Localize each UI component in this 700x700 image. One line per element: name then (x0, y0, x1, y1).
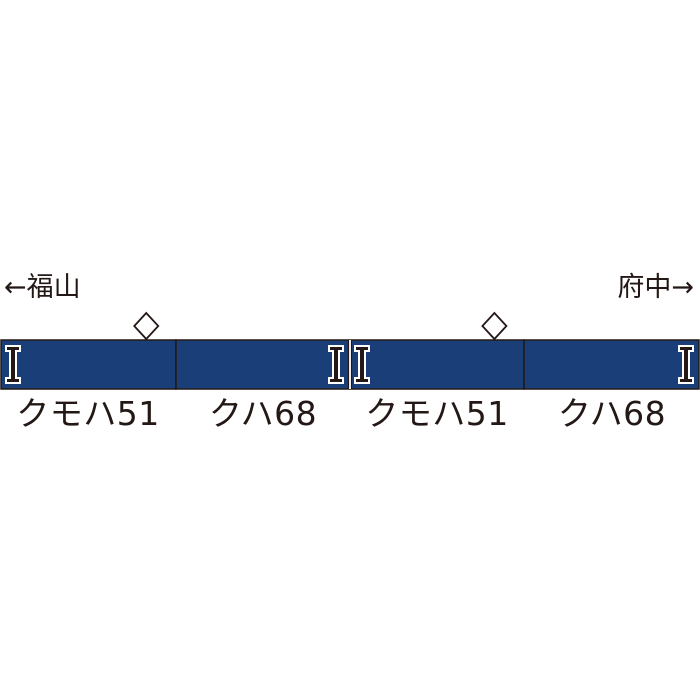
car-body (349, 339, 525, 390)
direction-right-label: 府中→ (617, 272, 694, 303)
car-label: クハ68 (557, 394, 667, 433)
car-body (0, 339, 177, 390)
cab-marker-icon (678, 345, 694, 384)
car-body (523, 339, 700, 390)
pantograph-icon (481, 311, 508, 341)
car-body (175, 339, 350, 390)
pantograph-icon (133, 311, 160, 341)
car-label: クハ68 (208, 394, 318, 433)
car-label: クモハ51 (16, 394, 160, 433)
direction-left-label: ←福山 (4, 272, 81, 303)
cab-marker-icon (328, 345, 344, 384)
car-label: クモハ51 (365, 394, 509, 433)
cab-marker-icon (5, 345, 21, 384)
cab-marker-icon (354, 345, 370, 384)
